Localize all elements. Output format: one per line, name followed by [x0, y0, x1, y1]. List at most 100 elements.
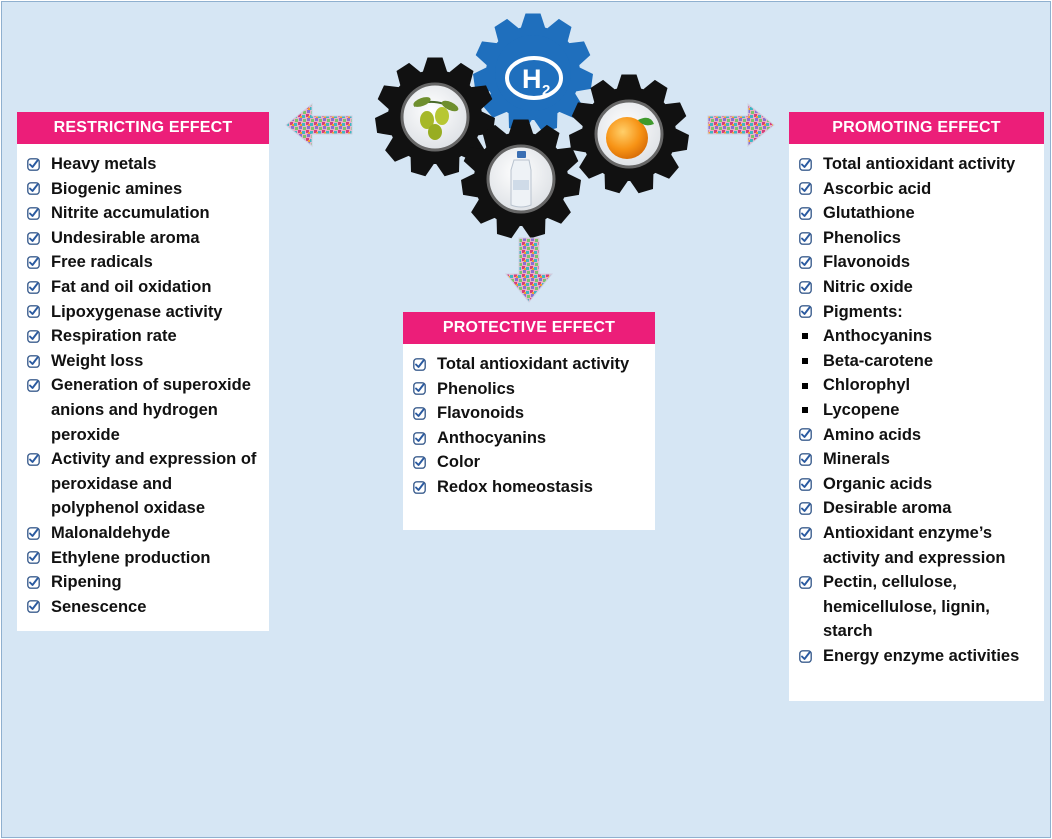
checkbox-check-icon: [413, 401, 437, 426]
h2-label: H 2: [505, 56, 563, 100]
promoting-header: PROMOTING EFFECT: [789, 112, 1044, 144]
checkbox-check-icon: [27, 250, 51, 275]
list-item-text: Anthocyanins: [437, 428, 547, 447]
list-item: Desirable aroma: [799, 496, 1038, 521]
list-item-text: Heavy metals: [51, 155, 157, 173]
list-item-text: Malonaldehyde: [51, 523, 171, 542]
list-item: Free radicals: [27, 250, 263, 275]
list-item-text: Color: [437, 453, 481, 472]
list-item: Ethylene production: [27, 546, 263, 571]
list-item: Weight loss: [27, 349, 263, 374]
list-item: Minerals: [799, 447, 1038, 472]
list-item-text: Nitric oxide: [823, 277, 913, 296]
protective-panel: PROTECTIVE EFFECT Total antioxidant acti…: [403, 312, 655, 530]
list-item-text: Anthocyanins: [823, 327, 933, 346]
list-item-text: Biogenic amines: [51, 179, 183, 198]
promoting-panel: PROMOTING EFFECT Total antioxidant activ…: [789, 112, 1044, 701]
checkbox-check-icon: [799, 201, 823, 226]
svg-text:2: 2: [542, 82, 550, 99]
list-item-text: Generation of superoxide anions and hydr…: [51, 376, 251, 444]
list-item: Nitric oxide: [799, 275, 1038, 300]
checkbox-check-icon: [799, 275, 823, 300]
olive-icon: [400, 82, 470, 152]
list-item: Chlorophyl: [799, 373, 1038, 398]
list-item-text: Amino acids: [823, 425, 922, 444]
list-item: Lipoxygenase activity: [27, 300, 263, 325]
list-item-text: Lycopene: [823, 400, 900, 419]
list-item: Total antioxidant activity: [413, 352, 649, 377]
list-item-text: Activity and expression of peroxidase an…: [51, 450, 257, 518]
bullet-square-icon: [799, 398, 823, 423]
list-item-text: Senescence: [51, 597, 147, 616]
list-item: Pectin, cellulose, hemicellulose, lignin…: [799, 570, 1038, 644]
checkbox-check-icon: [799, 644, 823, 669]
checkbox-check-icon: [413, 450, 437, 475]
bottle-icon: [486, 144, 556, 214]
list-item-text: Pigments:: [823, 302, 903, 321]
list-item-text: Flavonoids: [437, 404, 525, 423]
list-item: Amino acids: [799, 423, 1038, 448]
checkbox-check-icon: [413, 475, 437, 500]
restricting-header: RESTRICTING EFFECT: [17, 112, 269, 144]
checkbox-check-icon: [799, 152, 823, 177]
list-item: Ascorbic acid: [799, 177, 1038, 202]
list-item-text: Minerals: [823, 450, 890, 469]
bullet-square-icon: [799, 373, 823, 398]
checkbox-check-icon: [27, 373, 51, 398]
list-item: Phenolics: [413, 377, 649, 402]
checkbox-check-icon: [413, 377, 437, 402]
list-item: Redox homeostasis: [413, 475, 649, 500]
protective-header: PROTECTIVE EFFECT: [403, 312, 655, 344]
list-item: Nitrite accumulation: [27, 201, 263, 226]
arrow-left-icon: [285, 102, 353, 148]
checkbox-check-icon: [799, 177, 823, 202]
svg-text:H: H: [522, 64, 542, 94]
checkbox-check-icon: [27, 570, 51, 595]
list-item-text: Phenolics: [823, 228, 901, 247]
list-item: Total antioxidant activity: [799, 152, 1038, 177]
list-item-text: Flavonoids: [823, 253, 911, 272]
list-item: Respiration rate: [27, 324, 263, 349]
list-item-text: Lipoxygenase activity: [51, 302, 223, 321]
list-item: Phenolics: [799, 226, 1038, 251]
checkbox-check-icon: [27, 201, 51, 226]
list-item-text: Beta-carotene: [823, 351, 934, 370]
checkbox-check-icon: [799, 226, 823, 251]
list-item-text: Organic acids: [823, 474, 933, 493]
checkbox-check-icon: [799, 570, 823, 595]
list-item: Ripening: [27, 570, 263, 595]
checkbox-check-icon: [413, 352, 437, 377]
checkbox-check-icon: [27, 152, 51, 177]
orange-icon: [594, 99, 664, 169]
checkbox-check-icon: [27, 447, 51, 472]
checkbox-check-icon: [27, 324, 51, 349]
checkbox-check-icon: [413, 426, 437, 451]
checkbox-check-icon: [27, 300, 51, 325]
list-item: Lycopene: [799, 398, 1038, 423]
list-item-text: Energy enzyme activities: [823, 646, 1020, 665]
list-item: Energy enzyme activities: [799, 644, 1038, 669]
list-item: Anthocyanins: [799, 324, 1038, 349]
arrow-down-icon: [504, 237, 554, 303]
list-item-text: Ascorbic acid: [823, 179, 932, 198]
list-item: Antioxidant enzyme’s activity and expres…: [799, 521, 1038, 570]
checkbox-check-icon: [799, 250, 823, 275]
list-item-text: Nitrite accumulation: [51, 204, 210, 223]
list-item-text: Redox homeostasis: [437, 477, 593, 496]
list-item-text: Glutathione: [823, 204, 915, 223]
checkbox-check-icon: [27, 521, 51, 546]
list-item: Generation of superoxide anions and hydr…: [27, 373, 263, 447]
list-item-text: Weight loss: [51, 351, 144, 370]
list-item-text: Ethylene production: [51, 548, 211, 567]
list-item: Heavy metals: [27, 152, 263, 177]
bullet-square-icon: [799, 324, 823, 349]
list-item-text: Fat and oil oxidation: [51, 277, 212, 296]
list-item-text: Desirable aroma: [823, 499, 952, 518]
arrow-right-icon: [707, 102, 775, 148]
list-item: Flavonoids: [413, 401, 649, 426]
checkbox-check-icon: [799, 300, 823, 325]
list-item-text: Chlorophyl: [823, 376, 911, 395]
